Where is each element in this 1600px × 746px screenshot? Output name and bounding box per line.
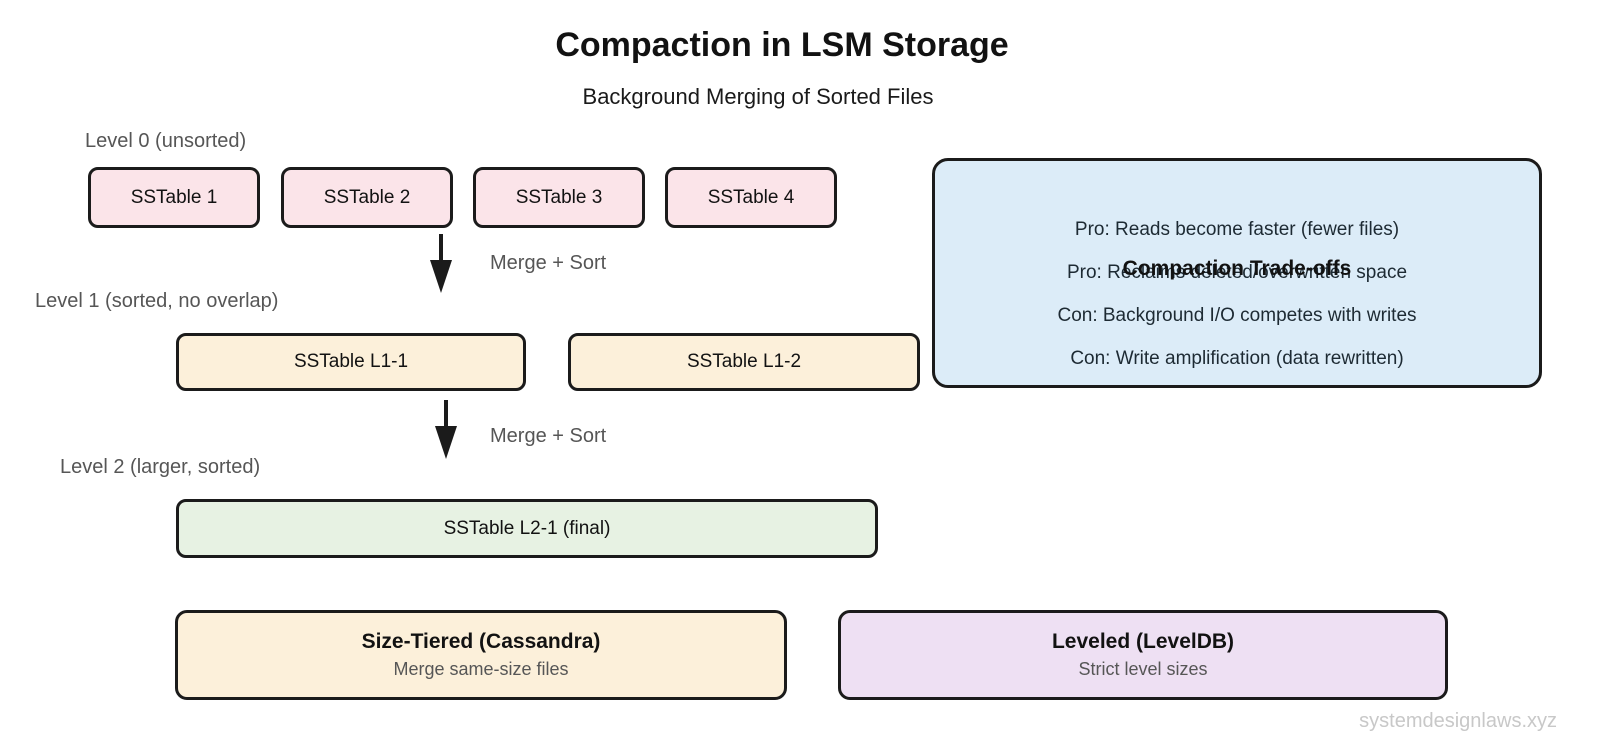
strategy-size-tiered-subtitle: Merge same-size files	[393, 659, 569, 679]
sstable-box-l1-1: SSTable L1-1	[176, 333, 526, 391]
tradeoffs-panel: Pro: Reads become faster (fewer files) P…	[932, 158, 1542, 388]
strategy-leveled-title: Leveled (LevelDB)	[1051, 630, 1235, 653]
merge-sort-label-2: Merge + Sort	[490, 425, 607, 447]
tradeoff-item-pro-2: Pro: Reclaims deleted/overwritten space	[1066, 262, 1408, 283]
level-2-label: Level 2 (larger, sorted)	[60, 456, 261, 478]
merge-arrow-2-icon	[434, 400, 458, 459]
tradeoff-item-pro-1: Pro: Reads become faster (fewer files)	[1074, 219, 1400, 240]
tradeoffs-panel-title: Compaction Trade-offs	[1122, 257, 1352, 280]
sstable-box-l0-4: SSTable 4	[665, 167, 837, 228]
sstable-box-l0-2: SSTable 2	[281, 167, 453, 228]
watermark: systemdesignlaws.xyz	[1359, 710, 1557, 732]
merge-arrow-1-icon	[429, 234, 453, 293]
diagram-title: Compaction in LSM Storage	[555, 26, 1009, 64]
strategy-box-leveled: Leveled (LevelDB) Strict level sizes	[838, 610, 1448, 700]
strategy-box-size-tiered: Size-Tiered (Cassandra) Merge same-size …	[175, 610, 787, 700]
sstable-box-l2-1: SSTable L2-1 (final)	[176, 499, 878, 558]
merge-sort-label-1: Merge + Sort	[490, 252, 607, 274]
level-1-label: Level 1 (sorted, no overlap)	[35, 290, 279, 312]
diagram-subtitle: Background Merging of Sorted Files	[582, 84, 934, 109]
strategy-size-tiered-title: Size-Tiered (Cassandra)	[361, 630, 601, 653]
tradeoff-item-con-2: Con: Write amplification (data rewritten…	[1070, 348, 1404, 369]
sstable-box-l0-3: SSTable 3	[473, 167, 645, 228]
level-0-label: Level 0 (unsorted)	[85, 130, 247, 152]
sstable-box-l1-2: SSTable L1-2	[568, 333, 920, 391]
strategy-leveled-subtitle: Strict level sizes	[1078, 659, 1208, 679]
tradeoff-item-con-1: Con: Background I/O competes with writes	[1057, 305, 1417, 326]
sstable-box-l0-1: SSTable 1	[88, 167, 260, 228]
